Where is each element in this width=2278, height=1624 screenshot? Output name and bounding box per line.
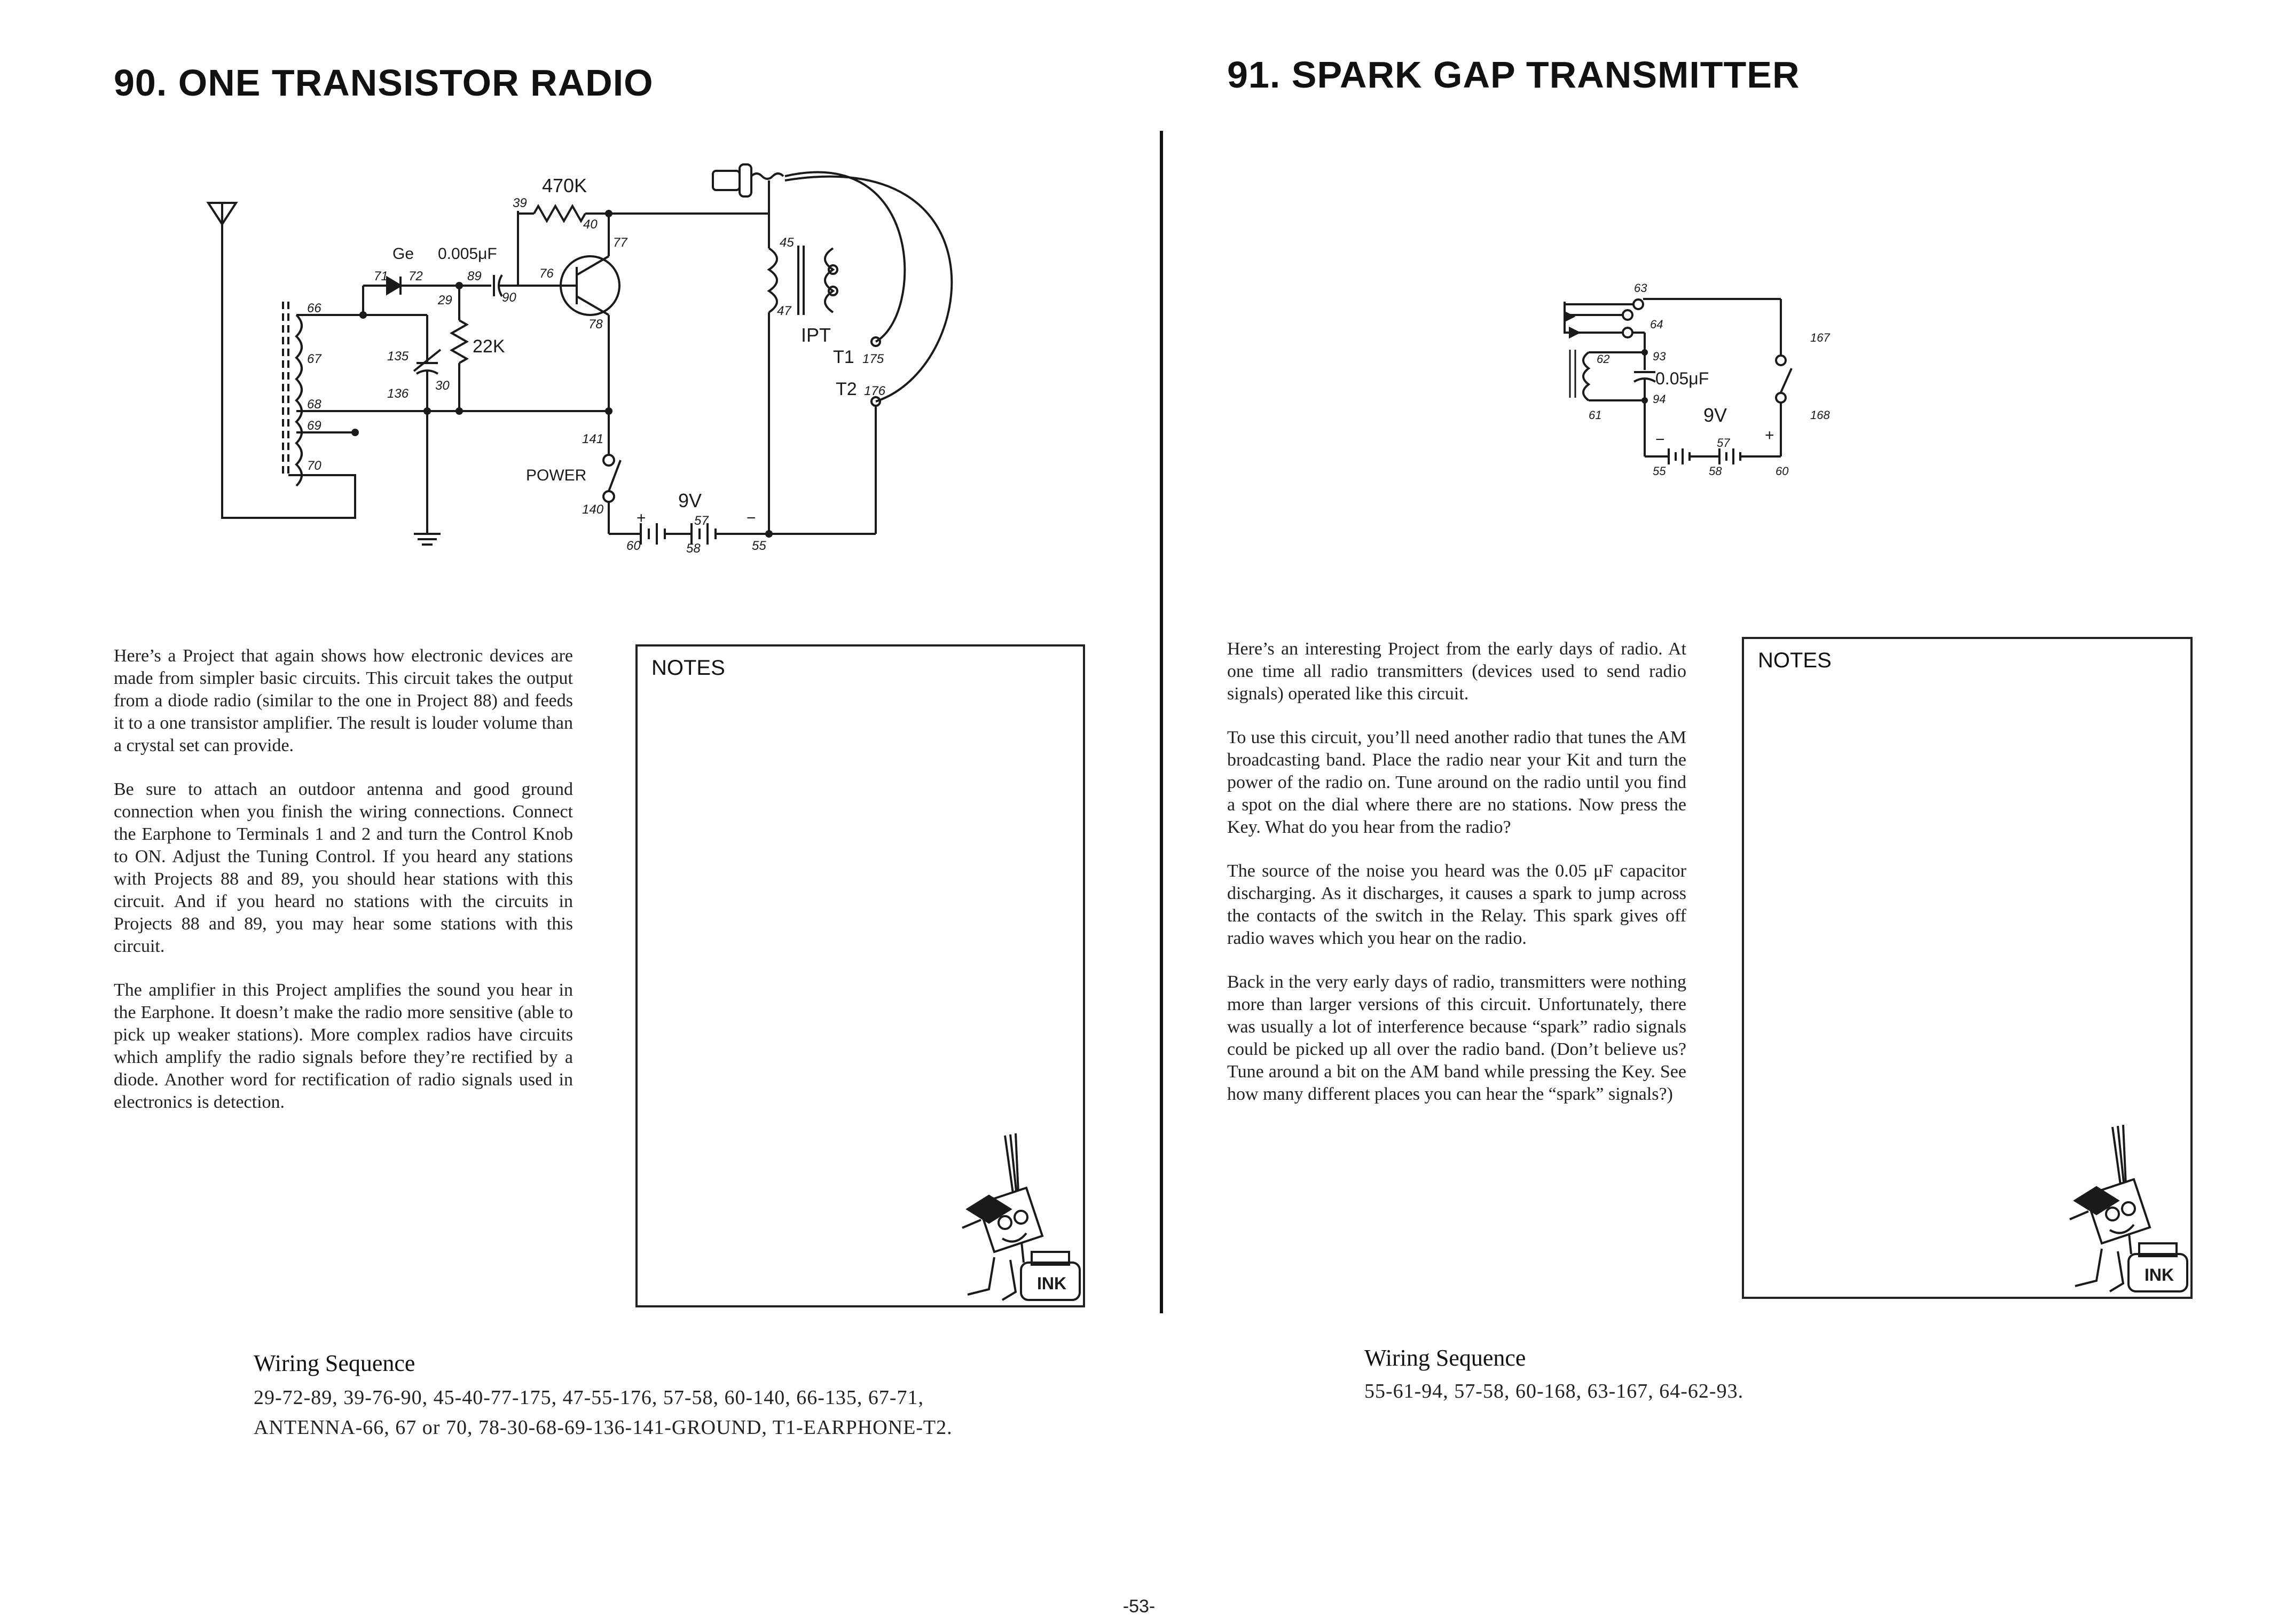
paragraph: Here’s a Project that again shows how el… [114, 646, 573, 755]
one-transistor-radio-schematic: 470K Ge 0.005μF 22K IPT T1 T2 POWER 9V +… [206, 163, 953, 556]
terminal-63: 63 [1634, 281, 1647, 295]
terminal-70: 70 [307, 459, 321, 473]
terminal-90: 90 [502, 290, 516, 305]
label-ipt: IPT [801, 324, 831, 346]
terminal-78: 78 [588, 317, 603, 332]
terminal-66: 66 [307, 301, 321, 316]
notes-label: NOTES [651, 656, 725, 680]
terminal-29: 29 [437, 293, 452, 308]
paragraph: The source of the noise you heard was th… [1227, 861, 1686, 948]
label-9v: 9V [678, 490, 702, 511]
project-91-text: Here’s an interesting Project from the e… [1227, 638, 1686, 1127]
terminal-58: 58 [1709, 464, 1722, 478]
battery-plus: + [637, 509, 646, 527]
label-power: POWER [526, 467, 586, 484]
terminal-76: 76 [539, 266, 554, 281]
label-ge: Ge [392, 245, 414, 263]
paragraph: Be sure to attach an outdoor antenna and… [114, 779, 573, 956]
paragraph: Back in the very early days of radio, tr… [1227, 972, 1686, 1104]
battery-plus: + [1765, 427, 1774, 444]
terminal-141: 141 [582, 432, 603, 446]
project-90-text: Here’s a Project that again shows how el… [114, 645, 573, 1135]
terminal-58: 58 [686, 541, 701, 556]
paragraph: The amplifier in this Project amplifies … [114, 980, 573, 1112]
label-22k: 22K [473, 336, 505, 357]
terminal-167: 167 [1810, 331, 1830, 344]
ink-label: INK [2145, 1265, 2174, 1284]
terminal-68: 68 [307, 397, 321, 412]
terminal-93: 93 [1653, 350, 1666, 363]
terminal-55: 55 [1653, 464, 1666, 478]
label-9v: 9V [1703, 404, 1727, 426]
project-90-title: 90. ONE TRANSISTOR RADIO [114, 62, 654, 104]
notes-box-right: NOTES INK [1742, 637, 2193, 1299]
terminal-136: 136 [387, 387, 409, 401]
label-t1: T1 [833, 347, 854, 367]
terminal-45: 45 [780, 235, 794, 250]
terminal-72: 72 [409, 269, 423, 283]
terminal-67: 67 [307, 352, 322, 366]
notes-box-left: NOTES INK [635, 644, 1085, 1307]
terminal-61: 61 [1589, 408, 1601, 422]
battery-minus: − [1655, 431, 1665, 448]
terminal-89: 89 [467, 269, 482, 283]
label-470k: 470K [542, 175, 587, 196]
terminal-64: 64 [1650, 318, 1663, 331]
ink-bottle-mascot-icon: INK [2069, 1124, 2188, 1292]
terminal-30: 30 [435, 379, 450, 393]
terminal-168: 168 [1810, 408, 1830, 422]
battery-minus: − [747, 509, 756, 527]
terminal-175: 175 [862, 352, 884, 366]
wiring-sequence-body: 55-61-94, 57-58, 60-168, 63-167, 64-62-9… [1364, 1380, 1744, 1402]
notes-label: NOTES [1758, 649, 1832, 672]
terminal-135: 135 [387, 349, 409, 364]
terminal-60: 60 [1776, 464, 1789, 478]
terminal-40: 40 [583, 217, 598, 232]
paragraph: To use this circuit, you’ll need another… [1227, 728, 1686, 837]
wiring-sequence-body: 29-72-89, 39-76-90, 45-40-77-175, 47-55-… [254, 1386, 953, 1439]
terminal-69: 69 [307, 419, 321, 433]
terminal-140: 140 [582, 502, 604, 517]
ink-bottle-mascot-icon: INK [962, 1133, 1081, 1301]
terminal-47: 47 [777, 304, 792, 318]
terminal-55: 55 [752, 539, 766, 553]
page-number: -53- [1122, 1596, 1156, 1617]
spark-gap-transmitter-schematic: 0.05μF 9V + − 63 64 62 93 94 61 55 57 58… [1564, 281, 1830, 478]
terminal-57: 57 [1717, 436, 1730, 450]
terminal-60: 60 [626, 539, 641, 553]
terminal-176: 176 [864, 384, 886, 398]
terminal-77: 77 [613, 235, 628, 250]
label-t2: T2 [836, 379, 857, 399]
ink-label: INK [1037, 1274, 1066, 1293]
label-0005uf: 0.005μF [438, 245, 497, 263]
terminal-39: 39 [513, 196, 527, 210]
terminal-94: 94 [1653, 392, 1666, 406]
label-005uf: 0.05μF [1655, 369, 1709, 388]
terminal-57: 57 [694, 514, 709, 528]
page-divider [1160, 131, 1163, 1313]
project-91-title: 91. SPARK GAP TRANSMITTER [1227, 54, 1800, 96]
wiring-sequence-title: Wiring Sequence [1364, 1345, 1526, 1371]
wiring-sequence-title: Wiring Sequence [254, 1350, 415, 1376]
paragraph: Here’s an interesting Project from the e… [1227, 639, 1686, 704]
terminal-62: 62 [1597, 352, 1609, 366]
terminal-71: 71 [374, 269, 388, 283]
